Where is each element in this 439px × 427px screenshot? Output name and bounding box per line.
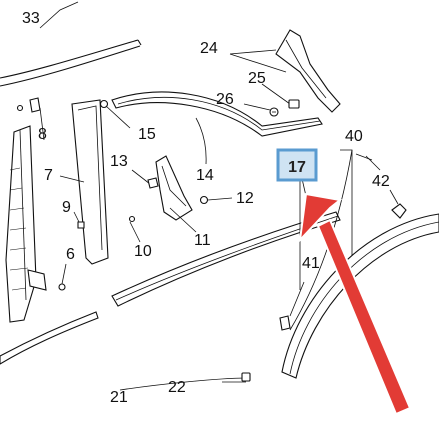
callout-14: 14 [196, 167, 214, 184]
part-7-pillar-applique [59, 99, 109, 265]
callout-13: 13 [110, 153, 128, 170]
callout-26: 26 [216, 91, 234, 108]
part-10-screw [128, 215, 141, 243]
part-8-bracket [16, 97, 45, 141]
part-41-clip [279, 281, 305, 331]
callout-41: 41 [302, 255, 320, 272]
callout-22: 22 [168, 379, 186, 396]
callout-10: 10 [134, 243, 152, 260]
part-25-clip [261, 83, 300, 109]
part-9-clip [73, 211, 85, 229]
part-13-clip [131, 169, 159, 189]
callout-12: 12 [236, 190, 254, 207]
highlight-label-17: 17 [288, 159, 306, 176]
part-11-bracket [155, 155, 197, 233]
callout-15: 15 [138, 126, 156, 143]
callout-24: 24 [200, 40, 218, 57]
callout-40: 40 [345, 128, 363, 145]
part-12-screw [199, 195, 233, 205]
callout-42: 42 [372, 173, 390, 190]
red-arrow [298, 192, 412, 416]
part-14-molding [111, 91, 323, 165]
part-24-trim [229, 29, 341, 113]
part-6-fastener [58, 263, 67, 291]
red-arrow-head [298, 192, 343, 243]
part-42-clip [389, 189, 407, 219]
callout-25: 25 [248, 70, 266, 87]
red-arrow-shaft [316, 218, 412, 416]
roof-panel-part [0, 1, 142, 87]
part-26-screw [243, 103, 279, 117]
callout-6: 6 [66, 246, 75, 263]
callout-8: 8 [38, 126, 47, 143]
part-22-clip [241, 372, 251, 382]
highlight-box-rect [276, 148, 318, 182]
callout-21: 21 [110, 389, 128, 406]
callout-7: 7 [44, 167, 53, 184]
part-15-clip [99, 99, 131, 129]
callout-9: 9 [62, 199, 71, 216]
highlight-box-17: 17 [276, 148, 318, 182]
callout-11: 11 [194, 232, 211, 249]
lower-front-molding [0, 311, 99, 365]
front-pillar-frame [5, 125, 47, 323]
callout-33: 33 [22, 10, 40, 27]
